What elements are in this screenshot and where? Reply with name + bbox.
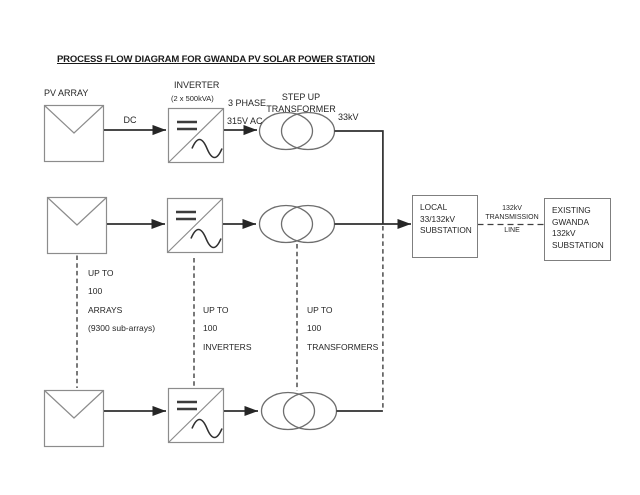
inverter-icon <box>166 197 224 254</box>
note-line: UP TO <box>88 268 114 278</box>
local-substation-box: LOCAL 33/132kV SUBSTATION <box>412 195 478 258</box>
phase-label: 3 PHASE <box>228 98 267 108</box>
pv-array-icon <box>43 389 105 448</box>
substation-text-line: EXISTING <box>552 205 591 215</box>
substation-text-line: GWANDA <box>552 216 590 227</box>
transmission-line-label-line1: 132kV <box>502 205 522 212</box>
pv-array-icon <box>46 196 108 255</box>
substation-text-line: LOCAL <box>420 202 448 212</box>
existing-substation-box: EXISTING GWANDA 132kV SUBSTATION <box>544 198 611 261</box>
substation-text-line: 132kV <box>552 228 576 239</box>
diagram-title: PROCESS FLOW DIAGRAM FOR GWANDA PV SOLAR… <box>57 54 375 65</box>
transformer-icon <box>258 204 336 244</box>
transmission-line-label-line3: LINE <box>504 227 520 234</box>
transformers-scale-note: UP TO 100 TRANSFORMERS <box>307 301 378 356</box>
inverter-icon <box>167 387 225 444</box>
step-up-label-line2: TRANSFORMER <box>266 104 336 114</box>
note-line: 100 <box>203 323 218 334</box>
transmission-line-label-line2: TRANSMISSION <box>485 214 539 221</box>
inverter-label: INVERTER <box>174 80 220 90</box>
note-line: 100 <box>88 286 103 297</box>
arrays-scale-note: UP TO 100 ARRAYS (9300 sub-arrays) <box>88 264 155 337</box>
substation-text-line: 33/132kV <box>420 213 456 224</box>
transformer-icon <box>258 111 336 151</box>
note-line: (9300 sub-arrays) <box>88 322 156 333</box>
note-line: UP TO <box>307 305 333 315</box>
note-line: ARRAYS <box>88 304 123 315</box>
repetition-dashed-lines <box>76 226 384 410</box>
connector-lines <box>104 124 411 417</box>
substation-text-line: SUBSTATION <box>420 225 472 236</box>
inverter-icon <box>167 107 225 164</box>
note-line: TRANSFORMERS <box>307 341 379 352</box>
transformer-icon <box>260 391 338 431</box>
note-line: 100 <box>307 323 322 334</box>
ac-voltage-label: 315V AC <box>227 116 263 126</box>
hv-voltage-label: 33kV <box>338 112 359 122</box>
dc-label: DC <box>123 115 137 125</box>
note-line: INVERTERS <box>203 341 252 352</box>
pv-array-icon <box>43 104 105 163</box>
inverter-rating-label: (2 x 500kVA) <box>171 94 214 103</box>
substation-text-line: SUBSTATION <box>552 240 604 251</box>
inverters-scale-note: UP TO 100 INVERTERS <box>203 301 252 356</box>
step-up-label-line1: STEP UP <box>281 92 321 102</box>
note-line: UP TO <box>203 305 229 315</box>
pv-array-label: PV ARRAY <box>44 88 89 98</box>
